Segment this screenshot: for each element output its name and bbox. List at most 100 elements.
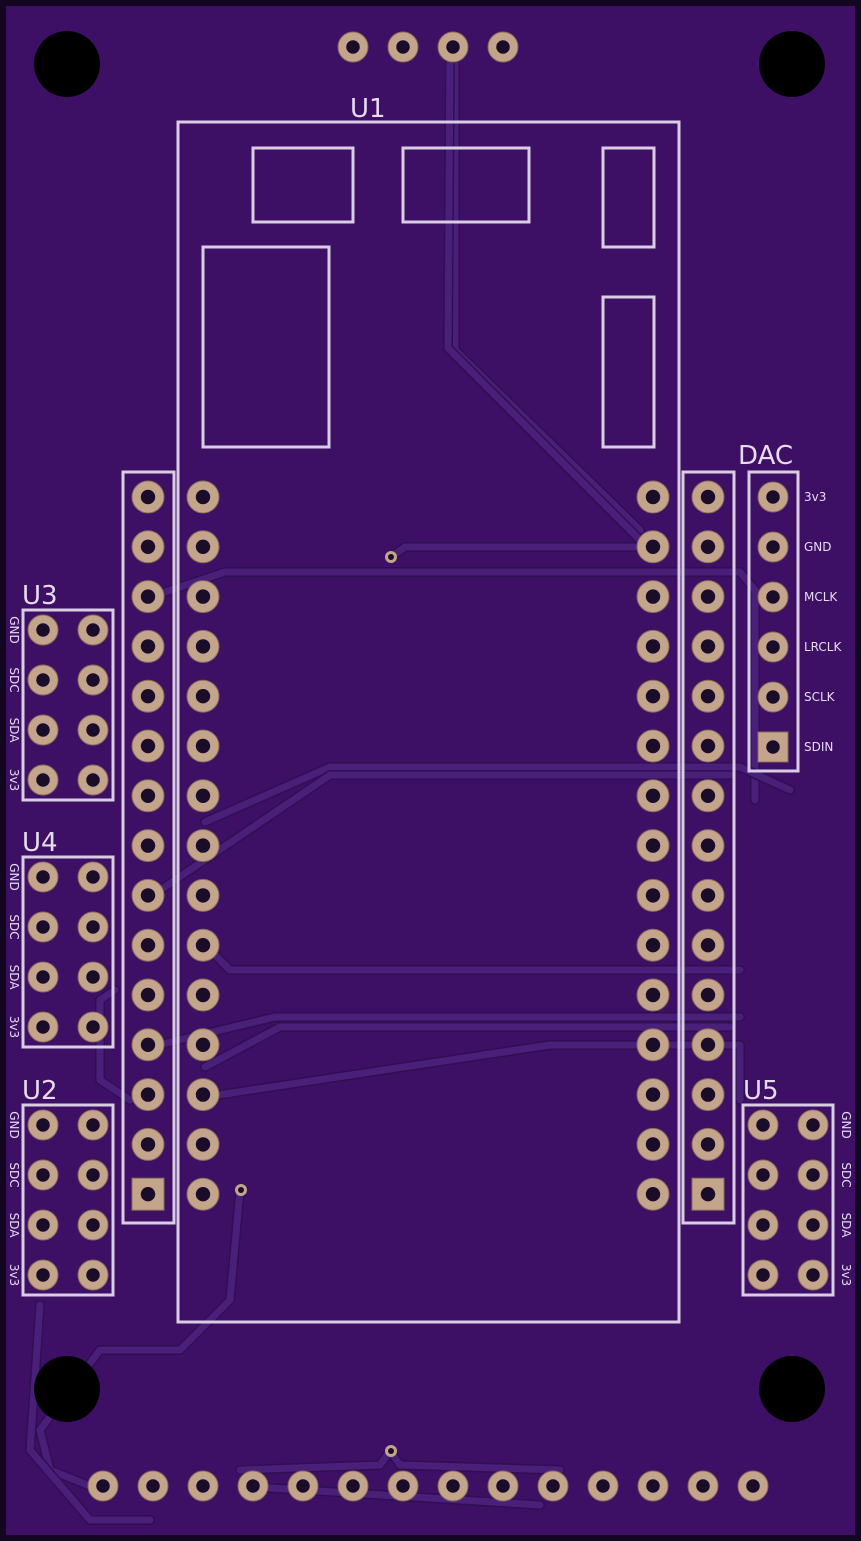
i2c-pin-labels: GNDSDCSDA3v3GNDSDCSDA3v3GNDSDCSDA3v3GNDS…: [7, 616, 853, 1286]
dac-outline: [747, 470, 800, 773]
pad-hole: [645, 938, 661, 953]
pad-hole: [195, 987, 211, 1003]
pad-hole: [446, 40, 460, 54]
bottom-connector-pad: [487, 1470, 519, 1502]
dac-pin-label: GND: [804, 540, 832, 554]
pad-hole: [36, 1168, 50, 1182]
left-header-pad: [186, 878, 220, 912]
right-header-pad: [636, 629, 670, 663]
right-header-outline: [681, 470, 736, 1225]
pad-hole: [196, 1479, 210, 1493]
i2c-header-pad: [77, 911, 109, 943]
pad-hole: [36, 1218, 50, 1232]
pad-hole: [86, 1020, 100, 1034]
right-header-pad: [691, 1028, 725, 1062]
u2-outline: [21, 1103, 115, 1297]
u4-label: U4: [22, 828, 58, 858]
pad-hole: [195, 1187, 211, 1202]
dac-pin-label: SDIN: [804, 740, 833, 754]
pad-hole: [645, 589, 661, 604]
pad-hole: [806, 1118, 820, 1132]
right-header-pad: [636, 878, 670, 912]
pad-hole: [700, 888, 716, 903]
pad-hole: [766, 490, 780, 504]
i2c-header-pad: [77, 1259, 109, 1291]
pad-hole: [756, 1268, 770, 1282]
pad-hole: [700, 589, 716, 604]
pad-hole: [140, 938, 156, 953]
left-header-pad: [186, 1028, 220, 1062]
pad-hole: [36, 623, 50, 637]
pad-hole: [36, 1118, 50, 1132]
right-header-pad: [636, 530, 670, 564]
left-header-pad: [131, 1078, 165, 1112]
pad-hole: [700, 938, 716, 953]
pad-hole: [700, 1137, 716, 1152]
i2c-header-pad: [747, 1259, 779, 1291]
pad-hole: [86, 1268, 100, 1282]
u3-header: U3: [21, 581, 115, 802]
u5-outline: [741, 1103, 835, 1297]
pad-hole: [700, 639, 716, 654]
bottom-connector-pad: [237, 1470, 269, 1502]
i2c-pin-label: SDC: [7, 1162, 21, 1187]
right-header-pad: [691, 629, 725, 663]
pad-hole: [86, 1118, 100, 1132]
left-header-pad: [186, 829, 220, 863]
mounting-hole-bottom-left: [34, 1356, 100, 1422]
pad-hole: [86, 1168, 100, 1182]
pad-hole: [36, 870, 50, 884]
pad-hole: [645, 539, 661, 554]
i2c-pin-label: 3v3: [839, 1264, 853, 1286]
right-header-pad: [636, 978, 670, 1012]
pad-hole: [36, 1020, 50, 1034]
i2c-pin-label: SDA: [839, 1213, 853, 1239]
right-header-pad: [636, 580, 670, 614]
i2c-header-pad: [27, 764, 59, 796]
i2c-header-pad: [77, 764, 109, 796]
pad-hole: [700, 689, 716, 704]
pad-hole: [246, 1479, 260, 1493]
pad-hole: [496, 40, 510, 54]
pad-hole: [140, 1137, 156, 1152]
pad-hole: [645, 689, 661, 704]
right-header-pad: [691, 1078, 725, 1112]
left-header-pad: [131, 480, 165, 514]
right-header-pad: [636, 1078, 670, 1112]
pad-hole: [140, 689, 156, 704]
i2c-header-pad: [797, 1209, 829, 1241]
u1-outline: [176, 120, 681, 1324]
right-header-pad: [636, 1028, 670, 1062]
i2c-header-pad: [27, 714, 59, 746]
pad-hole: [766, 540, 780, 554]
pad-hole: [140, 1187, 156, 1202]
i2c-header-pad: [27, 961, 59, 993]
trace: [201, 763, 794, 826]
pad-hole: [700, 738, 716, 754]
pad-hole: [596, 1479, 610, 1493]
u1-module: U1: [176, 94, 681, 1324]
pad-hole: [700, 987, 716, 1003]
u1-component-2: [401, 146, 531, 224]
bottom-connector-pad: [437, 1470, 469, 1502]
right-header-pad: [691, 1127, 725, 1161]
i2c-pin-label: SDC: [839, 1162, 853, 1187]
pad-hole: [645, 489, 661, 505]
pad-hole: [140, 987, 156, 1003]
pad-hole: [86, 773, 100, 787]
pad-hole: [86, 723, 100, 737]
i2c-pin-label: SDA: [7, 1213, 21, 1239]
left-header-pad: [186, 480, 220, 514]
right-header-pad: [691, 1177, 725, 1211]
pad-hole: [195, 1037, 211, 1053]
right-header-pad: [636, 829, 670, 863]
u1-component-4: [201, 245, 331, 449]
right-header-pad: [691, 480, 725, 514]
trace: [146, 568, 759, 804]
i2c-pin-label: GND: [7, 616, 21, 644]
pad-hole: [645, 987, 661, 1003]
bottom-connector-pad: [187, 1470, 219, 1502]
pad-hole: [766, 740, 780, 754]
dac-pin-pad: [757, 731, 789, 763]
right-header-pad: [636, 779, 670, 813]
